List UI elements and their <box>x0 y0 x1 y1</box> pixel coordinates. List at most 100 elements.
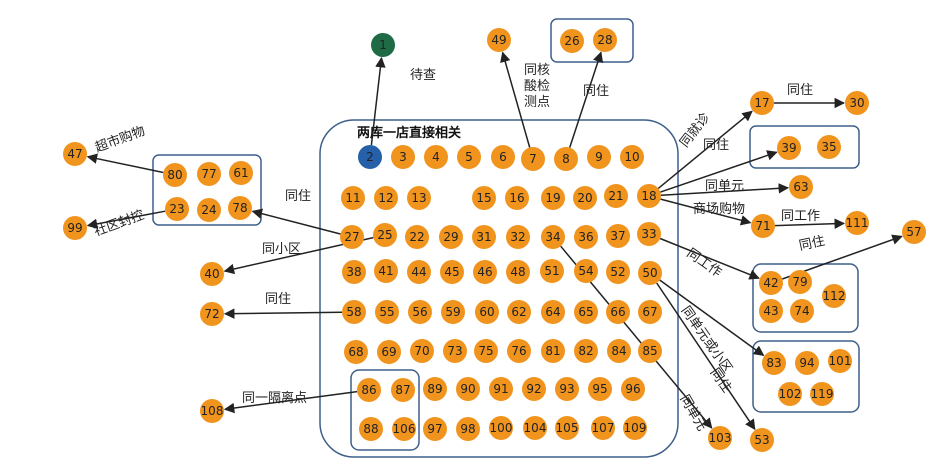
node-19-label: 19 <box>545 191 560 205</box>
node-49-label: 49 <box>491 33 506 47</box>
node-68-label: 68 <box>348 345 363 359</box>
edges-layer <box>86 51 903 431</box>
node-63-circle <box>789 175 813 199</box>
node-41-label: 41 <box>378 264 393 278</box>
edge-label-cohabit_28: 同住 <box>583 84 609 99</box>
node-84-label: 84 <box>611 344 626 358</box>
edge-33-to-42 <box>659 237 760 280</box>
node-30-circle <box>845 91 869 115</box>
node-22-circle <box>405 225 429 249</box>
node-62-circle <box>507 300 531 324</box>
node-20-circle <box>573 186 597 210</box>
node-70-circle <box>410 339 434 363</box>
node-79-label: 79 <box>792 275 807 289</box>
node-63-label: 63 <box>793 180 808 194</box>
node-45-circle <box>440 260 464 284</box>
node-10-circle <box>620 145 644 169</box>
node-98-label: 98 <box>460 422 475 436</box>
node-18-circle <box>637 184 661 208</box>
node-69-label: 69 <box>381 345 396 359</box>
node-39-circle <box>777 136 801 160</box>
edge-50-to-53 <box>656 282 756 431</box>
node-16-label: 16 <box>509 191 524 205</box>
node-18-label: 18 <box>641 189 656 203</box>
edge-7-to-49 <box>500 51 531 148</box>
node-71-label: 71 <box>755 219 770 233</box>
node-48-label: 48 <box>510 265 525 279</box>
edge-80-to-47 <box>86 153 164 174</box>
node-4-circle <box>424 145 448 169</box>
node-50-circle <box>638 261 662 285</box>
edge-label-work_71: 同工作 <box>781 209 820 224</box>
node-47-label: 47 <box>67 147 82 161</box>
node-87-circle <box>391 378 415 402</box>
node-1-circle <box>371 33 395 57</box>
edge-label-supermarket: 超市购物 <box>93 123 147 156</box>
node-2-circle <box>358 145 382 169</box>
node-67-circle <box>638 300 662 324</box>
node-65-label: 65 <box>578 305 593 319</box>
node-111-label: 111 <box>846 216 869 230</box>
node-112-label: 112 <box>823 289 846 303</box>
node-80-label: 80 <box>167 168 182 182</box>
node-31-circle <box>472 225 496 249</box>
node-12-circle <box>374 186 398 210</box>
node-71-circle <box>751 214 775 238</box>
node-46-label: 46 <box>477 265 492 279</box>
edge-18-to-39 <box>660 150 778 193</box>
node-17-label: 17 <box>754 96 769 110</box>
node-9-circle <box>587 145 611 169</box>
node-26-label: 26 <box>564 34 579 48</box>
edge-label-isolation: 同一隔离点 <box>242 390 307 406</box>
node-107-circle <box>591 416 615 440</box>
node-40-circle <box>200 262 224 286</box>
node-119-label: 119 <box>811 387 834 401</box>
node-50-label: 50 <box>642 266 657 280</box>
node-100-label: 100 <box>490 421 513 435</box>
node-55-circle <box>375 300 399 324</box>
node-68-circle <box>344 340 368 364</box>
node-59-circle <box>441 300 465 324</box>
node-3-label: 3 <box>399 150 407 164</box>
group-26-28-frame <box>550 18 634 63</box>
node-99-label: 99 <box>67 221 82 235</box>
node-78-circle <box>228 196 252 220</box>
edge-label-work_33: 同工作 <box>684 246 725 281</box>
node-73-label: 73 <box>447 344 462 358</box>
node-93-circle <box>555 377 579 401</box>
node-35-circle <box>817 135 841 159</box>
node-6-circle <box>491 145 515 169</box>
node-15-label: 15 <box>476 191 491 205</box>
node-61-circle <box>229 161 253 185</box>
node-37-circle <box>606 224 630 248</box>
node-48-circle <box>506 260 530 284</box>
node-8-circle <box>554 147 578 171</box>
node-51-label: 51 <box>544 264 559 278</box>
node-73-circle <box>443 339 467 363</box>
edge-label-lockdown: 社区封控 <box>92 207 146 240</box>
edge-label-cohabit_57: 同住 <box>798 234 827 254</box>
node-25-label: 25 <box>377 228 392 242</box>
node-72-label: 72 <box>204 307 219 321</box>
group-83-119-frame <box>752 340 860 413</box>
node-49-circle <box>487 28 511 52</box>
node-12-label: 12 <box>378 191 393 205</box>
node-43-circle <box>759 299 783 323</box>
node-11-circle <box>341 186 365 210</box>
edge-labels-layer: 同核酸检测点待查同住同就诊同住同住同单元商场购物同工作同工作同住同单元或小区同住… <box>92 63 826 434</box>
group-86-106-frame <box>350 369 420 451</box>
main-cluster-title: 两库一店直接相关 <box>357 125 461 141</box>
node-59-label: 59 <box>445 305 460 319</box>
node-25-circle <box>373 223 397 247</box>
edge-50-to-83 <box>659 279 765 357</box>
edge-label-pending: 待查 <box>410 68 436 83</box>
node-70-label: 70 <box>414 344 429 358</box>
node-28-circle <box>593 28 617 52</box>
edge-2-to-1 <box>370 56 386 146</box>
node-96-circle <box>621 377 645 401</box>
node-93-label: 93 <box>559 382 574 396</box>
node-104-label: 104 <box>524 421 547 435</box>
node-11-label: 11 <box>345 191 360 205</box>
node-91-circle <box>489 377 513 401</box>
node-106-circle <box>392 417 416 441</box>
